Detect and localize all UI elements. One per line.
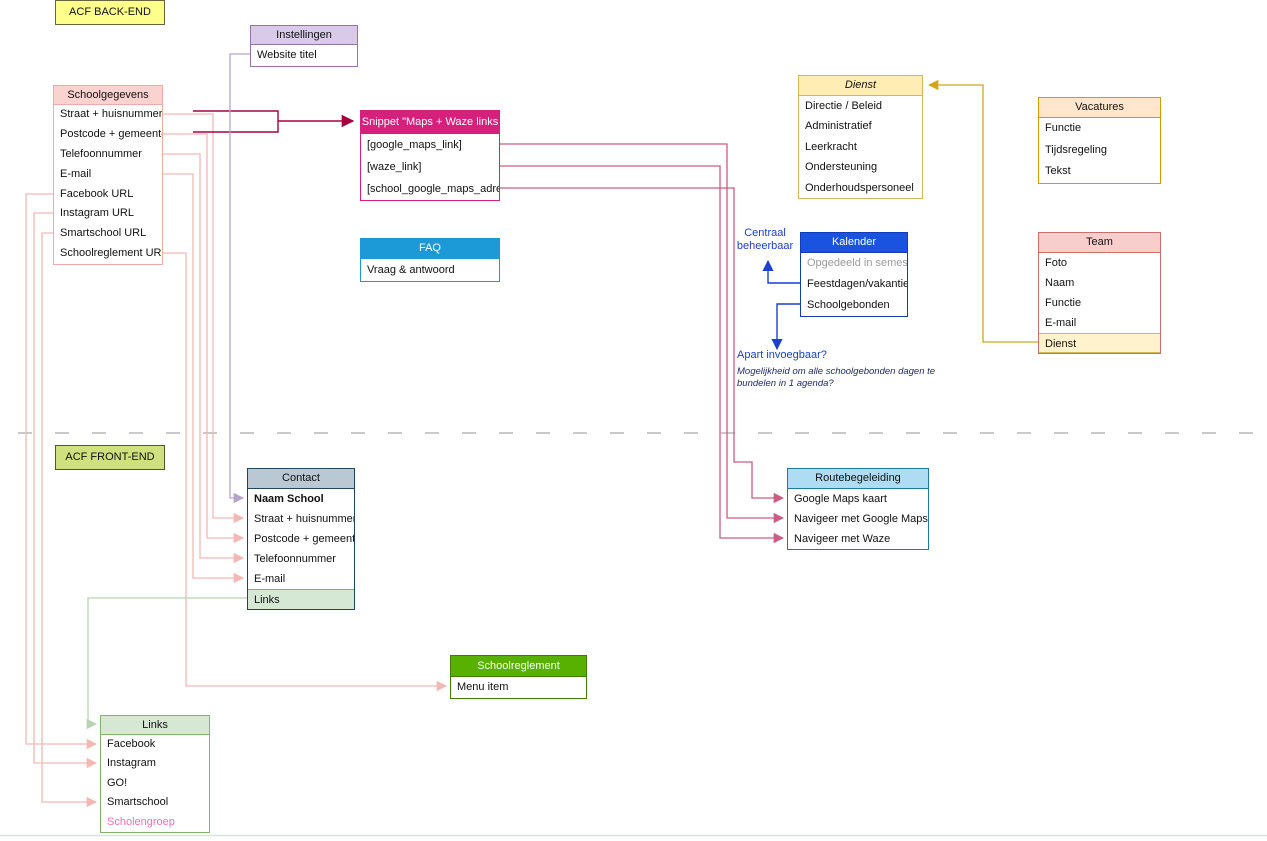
box-row: Tekst — [1045, 165, 1071, 178]
box-row: Administratief — [805, 120, 872, 133]
box-row: Feestdagen/vakanties — [807, 278, 907, 290]
box-row: [waze_link] — [367, 161, 422, 173]
wire-websitetitel-naamschool — [229, 53, 250, 504]
box-row: Postcode + gemeente — [60, 127, 162, 140]
box-faq[interactable]: FAQ Vraag & antwoord — [360, 238, 500, 282]
box-row: Straat + huisnummer — [254, 513, 354, 525]
wire-instagram-links — [33, 212, 98, 769]
wire-feestdagen-centraal — [762, 259, 800, 284]
box-row: Facebook — [107, 738, 156, 750]
box-title-snippet: Snippet "Maps + Waze links — [361, 111, 499, 134]
note-agenda-vraag[interactable]: Mogelijkheid om alle schoolgebonden dage… — [737, 366, 936, 389]
box-title-faq: FAQ — [361, 239, 499, 259]
wire-smartschool-links — [41, 232, 98, 808]
wire-adres-kaart — [500, 187, 785, 504]
box-row: Scholengroep — [107, 815, 175, 828]
wire-postcode-contact — [163, 133, 245, 544]
box-row: E-mail — [1045, 317, 1077, 329]
tag-acf-frontend[interactable]: ACF FRONT-END — [55, 445, 165, 470]
box-row: Naam — [1045, 277, 1075, 289]
note-apart-invoegbaar[interactable]: Apart invoegbaar? — [737, 349, 827, 361]
box-row: Menu item — [457, 681, 509, 693]
box-row: Postcode + gemeente — [254, 533, 354, 545]
box-row: Smartschool — [107, 796, 169, 809]
note-centraal-beheerbaar[interactable]: Centraal beheerbaar — [736, 227, 794, 252]
box-title-team: Team — [1039, 233, 1160, 253]
wire-wazelink-navigeer — [500, 165, 785, 544]
box-row: Navigeer met Waze — [794, 533, 891, 545]
box-row: Smartschool URL — [60, 227, 147, 240]
wire-reglement-menuitem — [163, 252, 448, 692]
box-row: [google_maps_link] — [367, 139, 462, 151]
box-row: Tijdsregeling — [1045, 143, 1107, 156]
box-row: Functie — [1045, 122, 1082, 134]
box-title-routebegeleiding: Routebegeleiding — [788, 469, 928, 489]
box-row: [school_google_maps_adres] — [367, 183, 499, 195]
box-row: Navigeer met Google Maps — [794, 513, 928, 525]
box-title-schoolgegevens: Schoolgegevens — [54, 86, 162, 105]
tag-acf-backend[interactable]: ACF BACK-END — [55, 0, 165, 25]
box-row: Schoolreglement URL — [60, 247, 162, 260]
wire-gmapslink-navigeer — [500, 143, 785, 524]
wire-schoolgebonden-apart — [771, 303, 800, 351]
box-title-links: Links — [101, 716, 209, 735]
box-title-dienst: Dienst — [799, 76, 922, 96]
box-title-vacatures: Vacatures — [1039, 98, 1160, 118]
wire-facebook-links — [25, 193, 98, 750]
box-row: Telefoonnummer — [60, 147, 142, 160]
box-instellingen[interactable]: Instellingen Website titel — [250, 25, 358, 67]
box-snippet-maps-waze[interactable]: Snippet "Maps + Waze links [google_maps_… — [360, 110, 500, 201]
box-row: Schoolgebonden — [807, 299, 890, 311]
box-row: Google Maps kaart — [794, 493, 887, 505]
box-row: Directie / Beleid — [805, 100, 883, 112]
box-row: Straat + huisnummer — [60, 108, 162, 120]
box-title-kalender: Kalender — [801, 233, 907, 253]
box-schoolreglement[interactable]: Schoolreglement Menu item — [450, 655, 587, 699]
box-kalender[interactable]: Kalender Opgedeeld in semestersFeestdage… — [800, 232, 908, 317]
box-row: Website titel — [257, 49, 317, 61]
wire-teamdienst-dienst — [927, 79, 1038, 343]
box-row: Opgedeeld in semesters — [807, 257, 907, 269]
wire-contactlinks-linksbox — [86, 597, 247, 730]
box-row: Dienst — [1039, 333, 1160, 353]
box-row: Telefoonnummer — [254, 553, 336, 565]
box-row: GO! — [107, 776, 128, 789]
box-row: E-mail — [254, 573, 286, 585]
box-row: Vraag & antwoord — [367, 264, 455, 276]
box-title-contact: Contact — [248, 469, 354, 489]
box-row: Instagram URL — [60, 207, 134, 220]
wire-email-contact — [163, 173, 245, 584]
box-row: Leerkracht — [805, 140, 857, 153]
box-row: Ondersteuning — [805, 161, 878, 174]
wire-straat-contact — [163, 113, 245, 524]
box-row: Naam School — [254, 493, 324, 505]
box-row: Instagram — [107, 757, 156, 770]
box-row: E-mail — [60, 167, 92, 180]
wire-telefoon-contact — [163, 153, 245, 564]
box-row: Onderhoudspersoneel — [805, 181, 914, 194]
box-row: Facebook URL — [60, 187, 134, 200]
box-row: Foto — [1045, 257, 1068, 269]
box-title-schoolreglement: Schoolreglement — [451, 656, 586, 677]
box-row: Functie — [1045, 297, 1082, 309]
box-row: Links — [248, 589, 354, 609]
box-title-instellingen: Instellingen — [251, 26, 357, 45]
